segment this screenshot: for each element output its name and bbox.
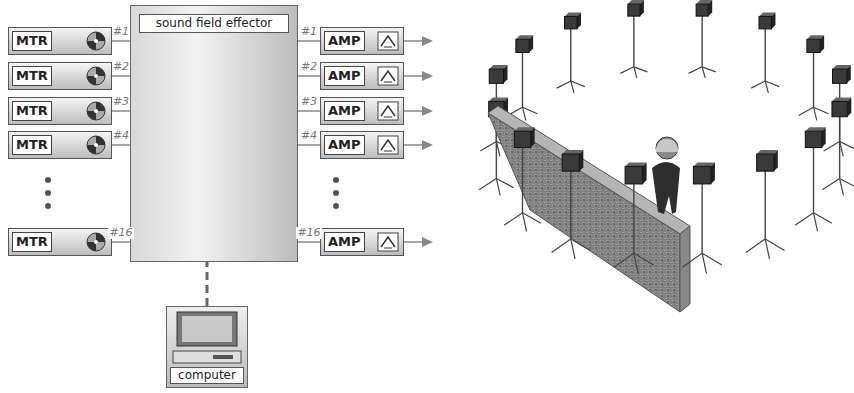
signal-line (298, 241, 320, 243)
signal-line (298, 144, 320, 146)
box-label: AMP (324, 101, 365, 121)
speaker-ring (479, 0, 854, 312)
box-label: MTR (12, 66, 52, 86)
recorder-box: MTR (8, 131, 112, 159)
signal-line (298, 110, 320, 112)
disc-icon (84, 100, 108, 122)
recorder-box: MTR (8, 228, 112, 256)
box-label: AMP (324, 66, 365, 86)
amplifier-box: AMP (320, 62, 404, 90)
channel-number: #3 (112, 96, 130, 108)
box-label: AMP (324, 31, 365, 51)
box-label: AMP (324, 232, 365, 252)
control-link (206, 262, 209, 306)
channel-number: #1 (112, 26, 130, 38)
channel-number: #2 (300, 61, 318, 73)
amplifier-box: AMP (320, 228, 404, 256)
disc-icon (84, 65, 108, 87)
channel-number: #1 (300, 26, 318, 38)
channel-number: #3 (300, 96, 318, 108)
box-label: MTR (12, 232, 52, 252)
computer-icon (169, 309, 245, 367)
amp-icon (376, 30, 400, 52)
recorder-box: MTR (8, 97, 112, 125)
amp-icon (376, 65, 400, 87)
signal-line (112, 241, 130, 243)
channel-number: #4 (112, 130, 130, 142)
recorder-box: MTR (8, 27, 112, 55)
channel-number: #16 (296, 227, 321, 239)
signal-line (112, 75, 130, 77)
output-arrows (404, 36, 433, 247)
amplifier-box: AMP (320, 131, 404, 159)
box-label: AMP (324, 135, 365, 155)
signal-line (112, 110, 130, 112)
box-label: MTR (12, 135, 52, 155)
disc-icon (84, 30, 108, 52)
effector-box: sound field effector (130, 5, 298, 262)
channel-number: #4 (300, 130, 318, 142)
box-label: computer (170, 367, 244, 384)
recorder-box: MTR (8, 62, 112, 90)
signal-line (298, 75, 320, 77)
amplifier-box: AMP (320, 27, 404, 55)
channel-number: #2 (112, 61, 130, 73)
computer-box: computer (166, 306, 248, 388)
disc-icon (84, 134, 108, 156)
amp-icon (376, 231, 400, 253)
box-label: MTR (12, 101, 52, 121)
signal-line (112, 40, 130, 42)
amplifier-box: AMP (320, 97, 404, 125)
box-label: MTR (12, 31, 52, 51)
box-title: sound field effector (139, 14, 289, 33)
signal-line (298, 40, 320, 42)
disc-icon (84, 231, 108, 253)
amp-icon (376, 100, 400, 122)
channel-number: #16 (108, 227, 133, 239)
amp-icon (376, 134, 400, 156)
signal-line (112, 144, 130, 146)
